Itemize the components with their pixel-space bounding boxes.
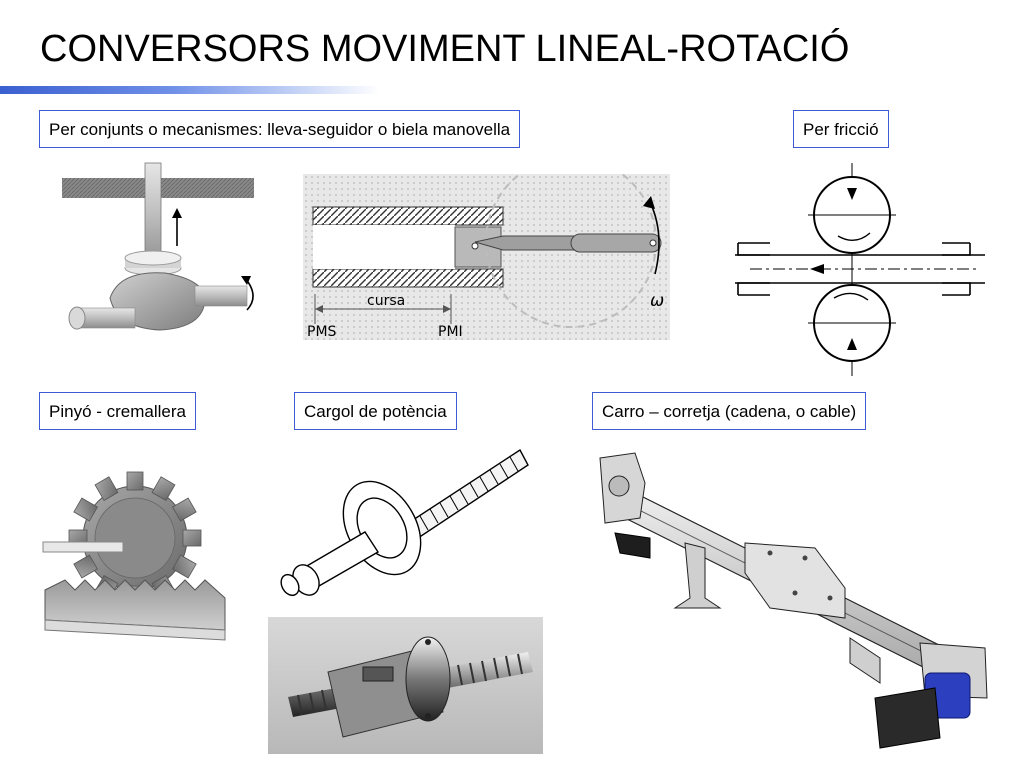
- pinion-shaft: [42, 541, 124, 553]
- ball-screw-sketch-figure: [280, 448, 529, 597]
- tdc-label: PMS: [307, 324, 337, 340]
- ball-nut-flange: [405, 636, 451, 722]
- rack-pinion-figure: [42, 471, 226, 641]
- crank-slider-figure: ω cursa PMS PMI: [303, 174, 670, 340]
- friction-rollers-figure: [735, 163, 985, 376]
- ball-screw-photo-figure: [268, 617, 543, 754]
- label-friction: Per fricció: [793, 110, 889, 148]
- stroke-label: cursa: [367, 293, 405, 309]
- bdc-label: PMI: [438, 324, 463, 340]
- cylinder-bore: [313, 225, 455, 269]
- cam-follower-figure: [62, 162, 254, 331]
- servo-motor: [874, 687, 941, 749]
- belt-carriage-figure: [599, 452, 988, 749]
- label-mechanisms: Per conjunts o mecanismes: lleva-seguido…: [39, 110, 521, 148]
- omega-label: ω: [650, 291, 664, 311]
- rack: [44, 579, 226, 631]
- carriage: [744, 542, 846, 619]
- slide-title: CONVERSORS MOVIMENT LINEAL-ROTACIÓ: [40, 28, 850, 70]
- crank-arm: [570, 233, 662, 253]
- camshaft: [194, 285, 248, 307]
- up-arrow-head: [172, 208, 182, 218]
- direction-arrow: [810, 264, 824, 274]
- support-bracket: [673, 542, 722, 609]
- label-belt-carriage: Carro – corretja (cadena, o cable): [592, 392, 867, 430]
- label-power-screw: Cargol de potència: [294, 392, 457, 430]
- label-rack-pinion: Pinyó - cremallera: [39, 392, 196, 430]
- pinion-gear: [68, 471, 202, 605]
- title-underline: [0, 86, 380, 94]
